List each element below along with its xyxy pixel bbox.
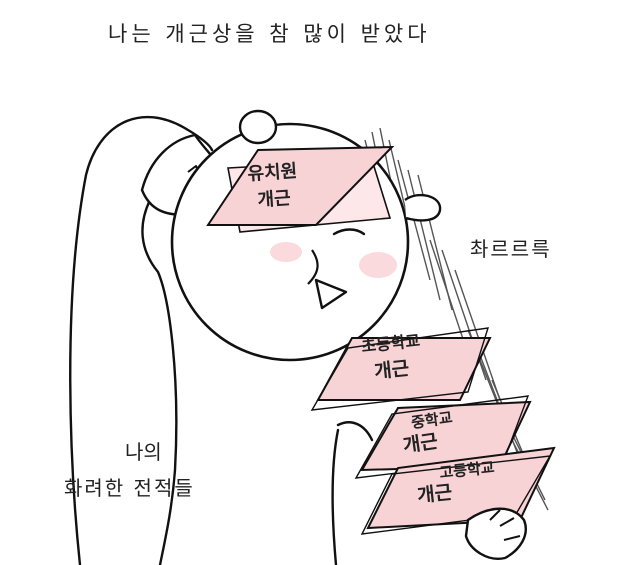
- award-4-school: 고등학교: [439, 458, 496, 482]
- panel-title: 나는 개근상을 참 많이 받았다: [108, 22, 431, 46]
- lower-hand: [464, 507, 527, 560]
- award-1-school: 유치원: [247, 161, 298, 185]
- award-certificate-4: 고등학교 개근: [360, 446, 556, 535]
- character-body: [69, 115, 374, 565]
- award-certificate-2: 초등학교 개근: [310, 327, 492, 411]
- award-certificate-1: 유치원 개근: [206, 145, 395, 233]
- award-4-label: 개근: [416, 481, 453, 507]
- award-3-school: 중학교: [410, 408, 454, 432]
- award-1-label: 개근: [257, 188, 292, 211]
- award-3-label: 개근: [402, 430, 440, 457]
- caption-line-2: 화려한 전적들: [64, 476, 195, 500]
- sound-effect: 촤르르륵: [470, 237, 552, 261]
- caption-line-1: 나의: [125, 440, 162, 464]
- award-2-label: 개근: [373, 357, 410, 383]
